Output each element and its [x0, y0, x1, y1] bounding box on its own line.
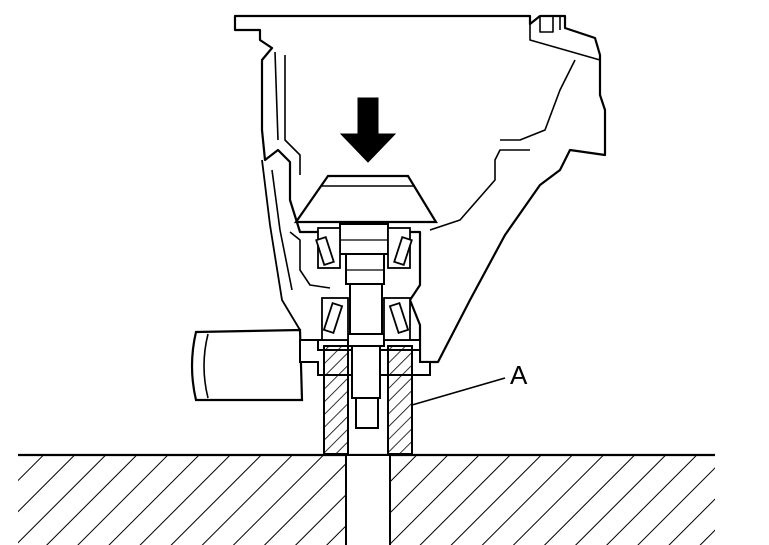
callout-leader — [411, 377, 506, 406]
transmission-case — [233, 14, 607, 364]
press-base-ground — [18, 453, 715, 545]
callout-label-a: A — [510, 360, 528, 390]
press-tool — [293, 174, 438, 224]
upper-bearing — [315, 227, 413, 269]
support-tube — [323, 345, 413, 455]
down-arrow-icon — [339, 97, 397, 163]
lower-bearing — [321, 297, 411, 341]
side-boss — [190, 328, 304, 402]
